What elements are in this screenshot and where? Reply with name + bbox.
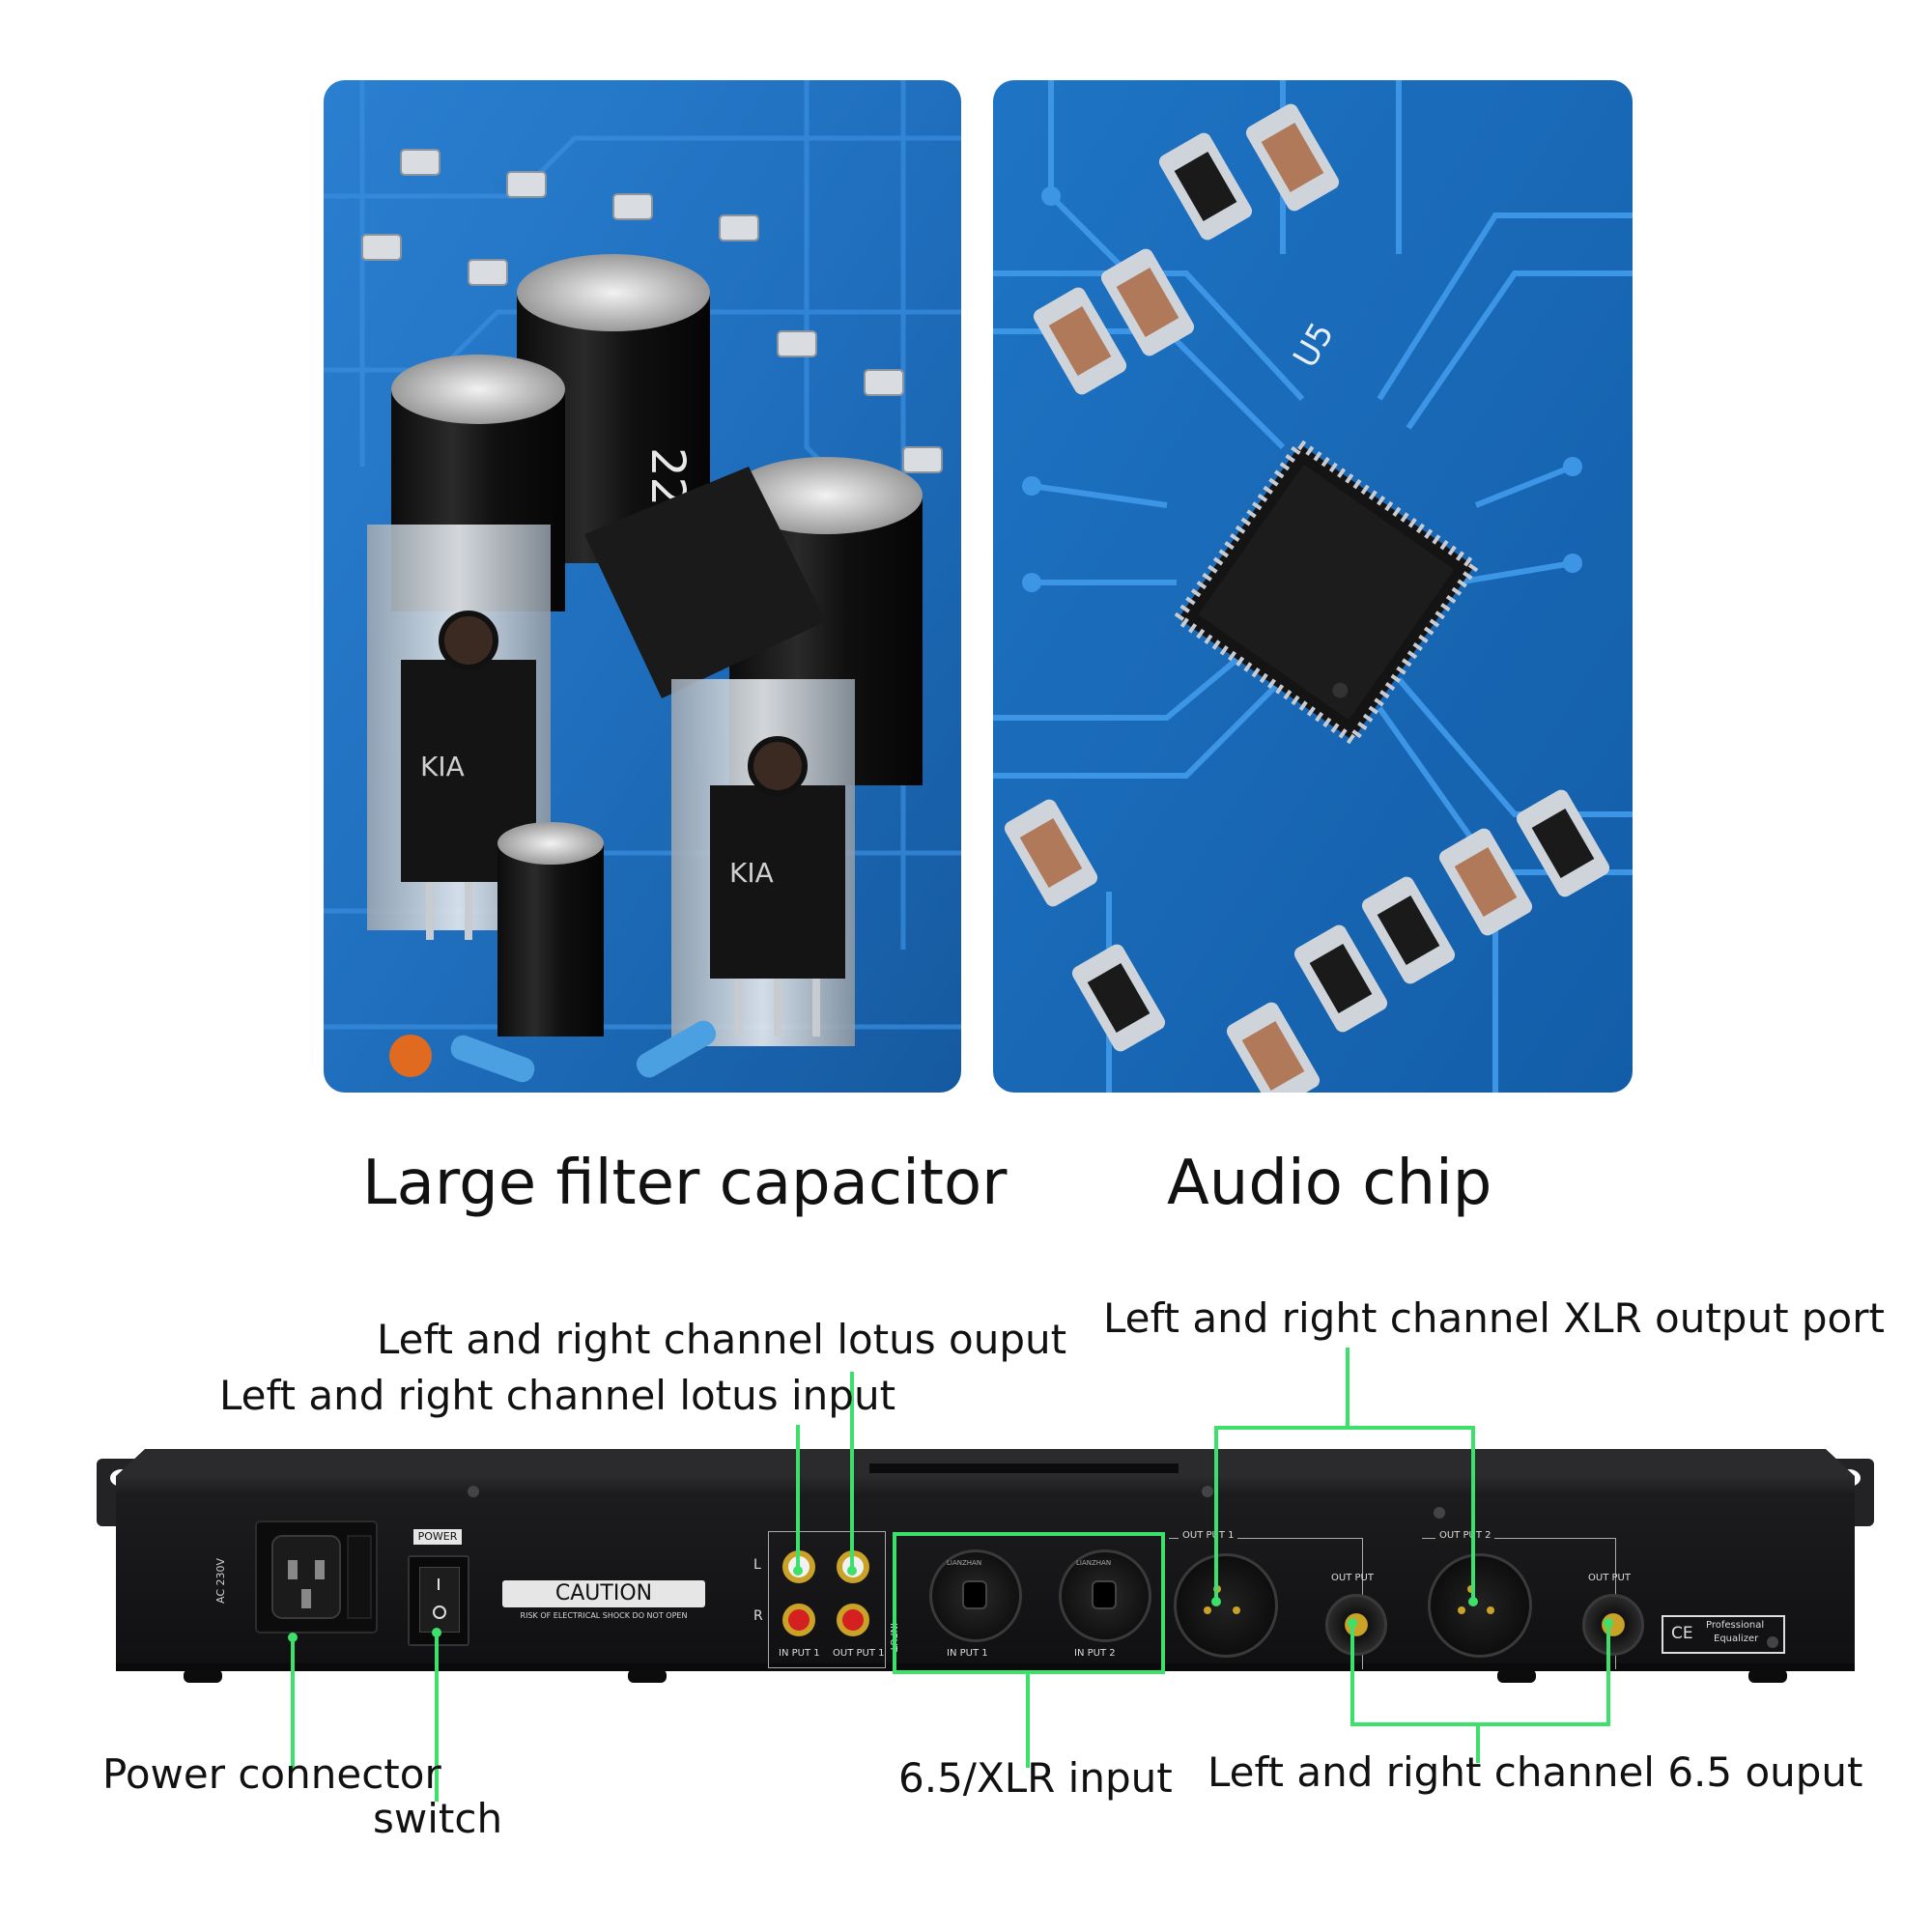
switch-on-mark: [438, 1578, 440, 1590]
combo-brand-1: LIANZHAN: [947, 1559, 982, 1567]
xlr-output-2[interactable]: [1428, 1553, 1532, 1658]
power-switch[interactable]: [408, 1555, 469, 1646]
rca-input-label: IN PUT 1: [779, 1648, 820, 1659]
rca-output-left-jack[interactable]: [837, 1550, 869, 1583]
combo-input-1-hole: [962, 1580, 987, 1609]
ac-voltage-label: AC 230V: [214, 1557, 227, 1604]
xlr-output-1-pin: [1233, 1606, 1240, 1614]
jack-output-1-label: OUT PUT: [1331, 1573, 1374, 1583]
output-1-label: OUT PUT 1: [1179, 1530, 1238, 1541]
xlr-output-2-pin: [1458, 1606, 1465, 1614]
xlr-output-callout: Left and right channel XLR output port: [1103, 1294, 1885, 1342]
jack-output-1[interactable]: [1325, 1594, 1387, 1656]
capacitor-caption: Large filter capacitor: [362, 1148, 1008, 1219]
rca-row-left-label: L: [753, 1557, 761, 1573]
caution-title: CAUTION: [502, 1580, 705, 1607]
svg-text:KIA: KIA: [420, 751, 465, 782]
lotus-output-callout: Left and right channel lotus ouput: [377, 1316, 1067, 1363]
jack-output-2[interactable]: [1582, 1594, 1644, 1656]
combo-brand-2: LIANZHAN: [1076, 1559, 1112, 1567]
jack-output-2-label: OUT PUT: [1588, 1573, 1631, 1583]
rca-input-left-jack[interactable]: [782, 1550, 815, 1583]
power-label: POWER: [413, 1529, 462, 1545]
xlr-input-callout: 6.5/XLR input: [898, 1754, 1173, 1802]
ce-badge: CE Professional Equalizer: [1662, 1615, 1785, 1654]
badge-line-1: Professional: [1706, 1620, 1765, 1631]
rocker: [419, 1567, 460, 1633]
combo-input-2-label: IN PUT 2: [1074, 1648, 1116, 1659]
input-vertical-label: INPUT: [888, 1623, 898, 1652]
jack-output-callout: Left and right channel 6.5 ouput: [1208, 1748, 1863, 1796]
badge-line-2: Equalizer: [1714, 1634, 1759, 1644]
rca-row-right-label: R: [753, 1608, 763, 1624]
audio-chip-photo: U5: [993, 80, 1633, 1093]
ce-mark: CE: [1671, 1624, 1693, 1643]
xlr-output-2-pin: [1467, 1585, 1475, 1593]
combo-input-2-hole: [1092, 1580, 1117, 1609]
combo-input-1[interactable]: LIANZHAN: [916, 1538, 1030, 1652]
combo-input-1-label: IN PUT 1: [947, 1648, 988, 1659]
capacitor-photo-illustration: 2200 KIA KIA: [324, 80, 961, 1093]
xlr-output-2-pin: [1487, 1606, 1494, 1614]
audio-chip-illustration: U5: [993, 80, 1633, 1093]
svg-text:KIA: KIA: [729, 857, 774, 889]
rca-input-right-jack[interactable]: [782, 1604, 815, 1636]
lotus-input-callout: Left and right channel lotus input: [219, 1372, 896, 1419]
switch-callout: switch: [373, 1795, 503, 1842]
output-2-label: OUT PUT 2: [1435, 1530, 1495, 1541]
xlr-output-1-pin: [1213, 1585, 1221, 1593]
xlr-output-1-pin: [1204, 1606, 1211, 1614]
combo-input-2[interactable]: LIANZHAN: [1045, 1538, 1159, 1652]
rca-output-right-jack[interactable]: [837, 1604, 869, 1636]
audio-chip-caption: Audio chip: [1167, 1148, 1492, 1219]
xlr-output-1[interactable]: [1174, 1553, 1278, 1658]
rca-output-label: OUT PUT 1: [833, 1648, 885, 1659]
switch-off-mark: [433, 1605, 446, 1619]
capacitor-photo: 2200 KIA KIA: [324, 80, 961, 1093]
rca-panel: [768, 1531, 886, 1668]
caution-label: CAUTION RISK OF ELECTRICAL SHOCK DO NOT …: [502, 1580, 705, 1623]
power-connector-callout: Power connector: [102, 1750, 441, 1798]
caution-text: RISK OF ELECTRICAL SHOCK DO NOT OPEN: [520, 1611, 688, 1620]
